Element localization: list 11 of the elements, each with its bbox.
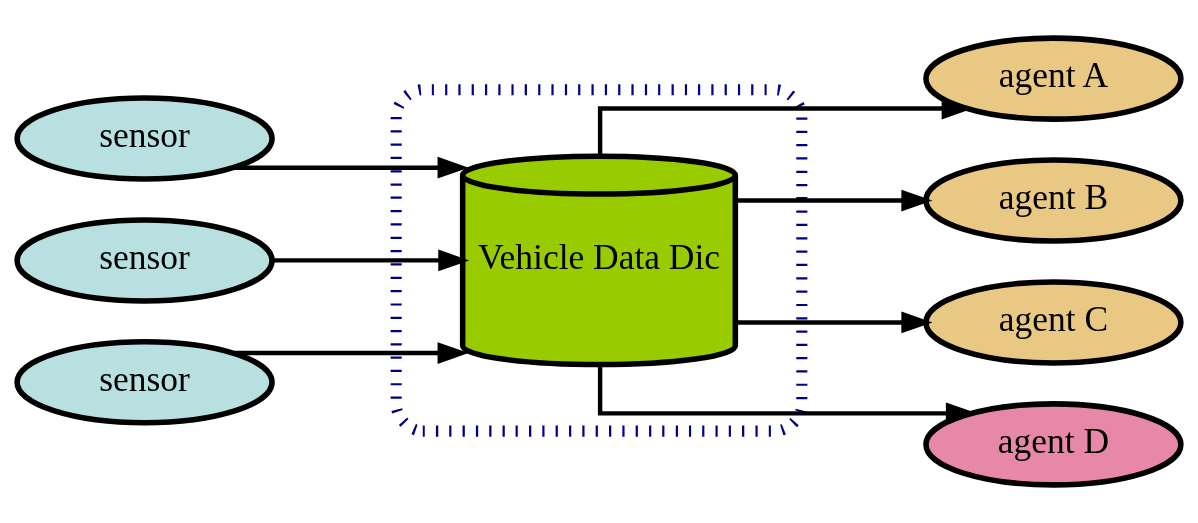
node-ellipse: agent B xyxy=(923,157,1184,244)
node-ellipse: sensor xyxy=(14,95,275,182)
arrow xyxy=(735,311,933,334)
arrow xyxy=(272,249,470,272)
arrow xyxy=(234,156,469,179)
node-ellipse: sensor xyxy=(14,339,275,426)
cluster xyxy=(390,84,808,437)
arrow xyxy=(234,342,469,364)
node-ellipse: agent C xyxy=(923,279,1184,366)
node-ellipse: sensor xyxy=(14,217,275,304)
arrow xyxy=(735,189,933,212)
